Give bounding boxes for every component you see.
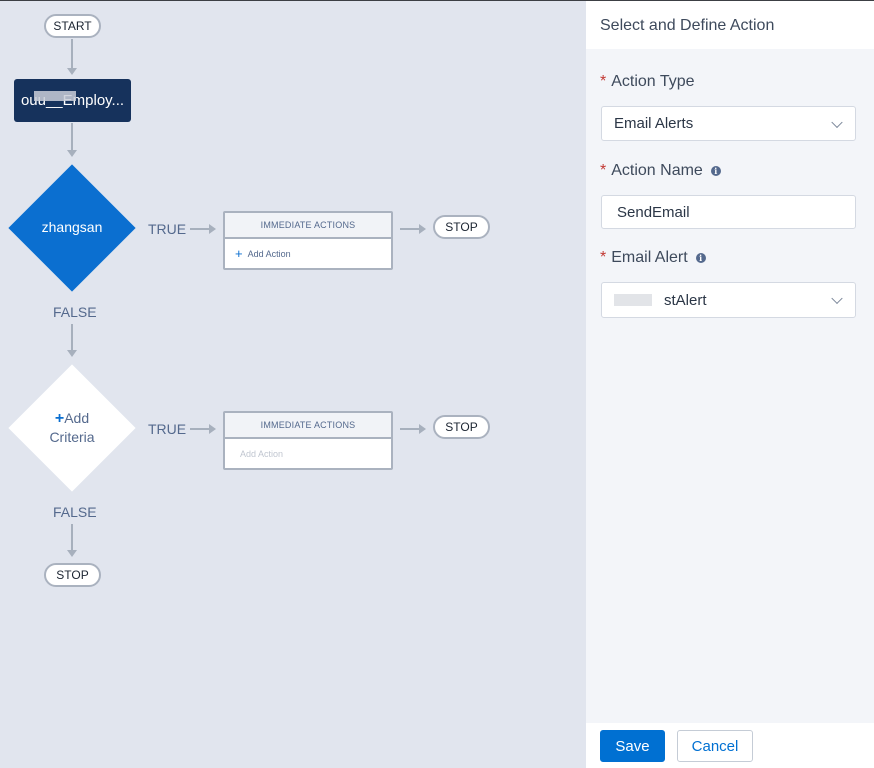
- arrow-right-icon: [419, 224, 426, 234]
- plus-icon: +: [54, 410, 65, 427]
- flow-canvas: START ouu__Employ... zhangsan TRUE IMMED…: [0, 1, 586, 768]
- required-marker: *: [600, 249, 607, 266]
- email-alert-label: Email Alert: [611, 249, 688, 266]
- save-button[interactable]: Save: [600, 730, 665, 762]
- panel-footer: Save Cancel: [586, 723, 874, 768]
- connector: [190, 228, 210, 230]
- action-type-value: Email Alerts: [614, 115, 694, 132]
- connector: [400, 428, 420, 430]
- redacted-block: [34, 91, 76, 101]
- arrow-down-icon: [67, 550, 77, 557]
- true-label: TRUE: [148, 221, 187, 237]
- arrow-right-icon: [419, 424, 426, 434]
- action-type-label-row: * Action Type: [600, 73, 695, 91]
- action-name-value: SendEmail: [617, 203, 690, 221]
- end-stop-node: STOP: [44, 563, 101, 587]
- start-node: START: [44, 14, 101, 38]
- panel-title: Select and Define Action: [586, 1, 874, 49]
- action-name-label: Action Name: [611, 162, 703, 179]
- immediate-actions-header: IMMEDIATE ACTIONS: [225, 413, 391, 439]
- action-name-input[interactable]: SendEmail: [601, 195, 856, 229]
- action-type-label: Action Type: [611, 73, 695, 90]
- add-action-disabled: Add Action: [225, 439, 391, 468]
- add-criteria-line1-wrap: +Add: [55, 409, 89, 428]
- arrow-down-icon: [67, 350, 77, 357]
- add-action-link[interactable]: + Add Action: [225, 239, 391, 268]
- add-action-label: Add Action: [240, 448, 284, 459]
- email-alert-label-row: * Email Alert i: [600, 249, 706, 267]
- redacted-block: [614, 294, 652, 306]
- required-marker: *: [600, 73, 607, 90]
- criteria-name: zhangsan: [41, 219, 103, 235]
- connector: [190, 428, 210, 430]
- add-action-label: Add Action: [247, 248, 291, 259]
- add-criteria-line1: Add: [64, 410, 90, 426]
- start-label: START: [53, 19, 92, 33]
- stop-label: STOP: [445, 420, 478, 434]
- connector: [71, 524, 73, 551]
- action-name-label-row: * Action Name i: [600, 162, 721, 180]
- true-label: TRUE: [148, 421, 187, 437]
- info-icon[interactable]: i: [710, 166, 721, 176]
- cancel-button[interactable]: Cancel: [677, 730, 753, 762]
- end-stop-label: STOP: [56, 568, 89, 582]
- info-icon[interactable]: i: [695, 253, 706, 263]
- arrow-right-icon: [209, 424, 216, 434]
- plus-icon: +: [235, 246, 243, 261]
- arrow-right-icon: [209, 224, 216, 234]
- object-node[interactable]: ouu__Employ...: [14, 79, 131, 122]
- immediate-actions-box: IMMEDIATE ACTIONS Add Action: [223, 411, 393, 470]
- stop-label: STOP: [445, 220, 478, 234]
- chevron-down-icon: [831, 292, 843, 305]
- connector: [71, 324, 73, 351]
- immediate-actions-header: IMMEDIATE ACTIONS: [225, 213, 391, 239]
- false-label: FALSE: [53, 504, 97, 520]
- email-alert-select[interactable]: stAlert: [601, 282, 856, 318]
- stop-node: STOP: [433, 215, 490, 239]
- action-type-select[interactable]: Email Alerts: [601, 106, 856, 141]
- connector: [71, 123, 73, 151]
- required-marker: *: [600, 162, 607, 179]
- arrow-down-icon: [67, 150, 77, 157]
- stop-node: STOP: [433, 415, 490, 439]
- add-criteria-line2: Criteria: [49, 429, 95, 445]
- connector: [71, 39, 73, 69]
- arrow-down-icon: [67, 68, 77, 75]
- chevron-down-icon: [831, 116, 843, 128]
- action-panel: Select and Define Action * Action Type E…: [586, 1, 874, 768]
- criteria-node-text: zhangsan: [9, 209, 135, 245]
- immediate-actions-box: IMMEDIATE ACTIONS + Add Action: [223, 211, 393, 270]
- add-criteria-text[interactable]: +Add Criteria: [9, 408, 135, 448]
- false-label: FALSE: [53, 304, 97, 320]
- connector: [400, 228, 420, 230]
- email-alert-value: stAlert: [664, 291, 707, 309]
